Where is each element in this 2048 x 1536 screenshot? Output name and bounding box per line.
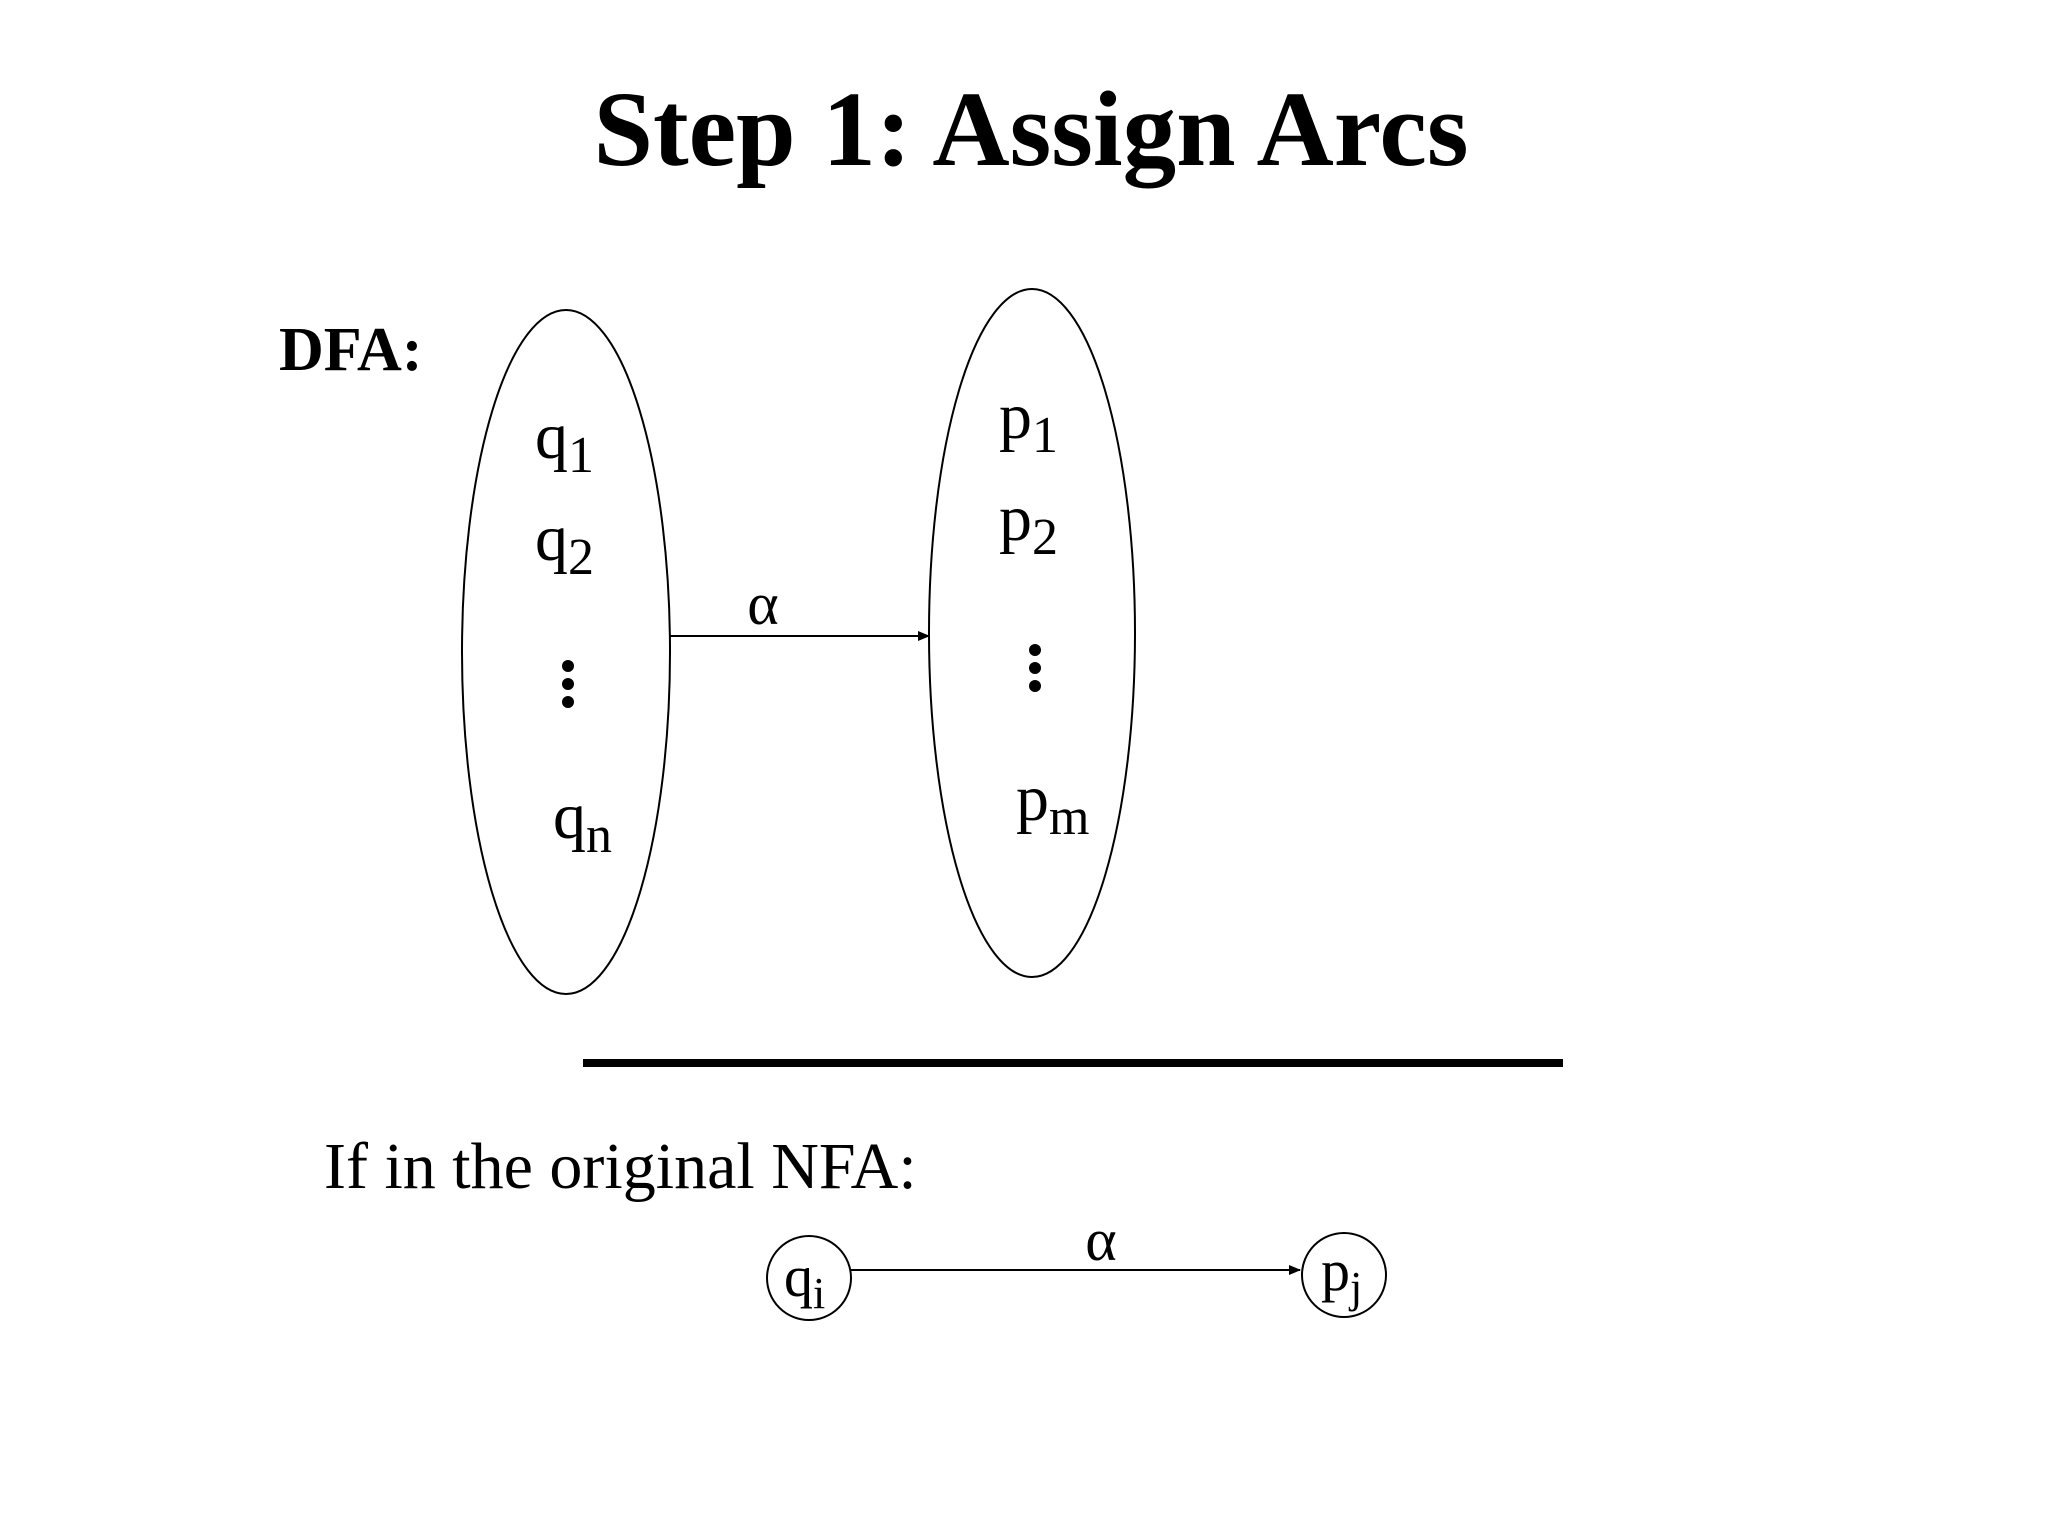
dfa-right-state-set: p1 p2 pm [928, 288, 1136, 978]
dfa-right-ellipsis [1029, 644, 1041, 692]
state-base: p [1321, 1238, 1350, 1303]
state-subscript: 2 [568, 529, 594, 586]
state-base: p [999, 380, 1032, 453]
dfa-transition: α [670, 571, 930, 641]
state-base: p [999, 482, 1032, 555]
nfa-transition-label: α [1085, 1207, 1116, 1273]
nfa-to-state-label: pj [1321, 1238, 1362, 1312]
state-subscript: 1 [1032, 407, 1058, 464]
nfa-to-state: pj [1301, 1232, 1387, 1318]
dfa-left-state-q1: q1 [535, 400, 594, 484]
state-base: q [553, 780, 586, 853]
state-base: p [1016, 762, 1049, 835]
nfa-from-state: qi [766, 1235, 852, 1321]
dfa-label: DFA: [279, 316, 422, 384]
dfa-right-state-p2: p2 [999, 482, 1058, 566]
state-base: q [535, 502, 568, 575]
dfa-left-state-qn: qn [553, 780, 612, 864]
nfa-from-state-circle [766, 1235, 852, 1321]
nfa-caption: If in the original NFA: [324, 1130, 917, 1203]
state-subscript: n [586, 807, 612, 864]
dfa-left-ellipse [461, 309, 671, 995]
dfa-right-state-pm: pm [1016, 762, 1089, 846]
dfa-left-state-set: q1 q2 qn [461, 309, 671, 995]
state-base: q [784, 1244, 813, 1309]
nfa-from-state-label: qi [784, 1244, 825, 1318]
state-subscript: m [1049, 789, 1089, 846]
dfa-transition-label: α [747, 571, 778, 637]
dfa-left-ellipsis [562, 660, 574, 708]
state-base: q [535, 400, 568, 473]
nfa-to-state-circle [1301, 1232, 1387, 1318]
dfa-right-ellipse [928, 288, 1136, 978]
nfa-transition-diagram: qi α pj [766, 1207, 1387, 1321]
state-subscript: j [1348, 1263, 1362, 1312]
slide-title: Step 1: Assign Arcs [594, 71, 1469, 189]
state-subscript: 1 [568, 427, 594, 484]
dfa-left-state-q2: q2 [535, 502, 594, 586]
dfa-right-state-p1: p1 [999, 380, 1058, 464]
state-subscript: 2 [1032, 509, 1058, 566]
state-subscript: i [813, 1269, 825, 1318]
